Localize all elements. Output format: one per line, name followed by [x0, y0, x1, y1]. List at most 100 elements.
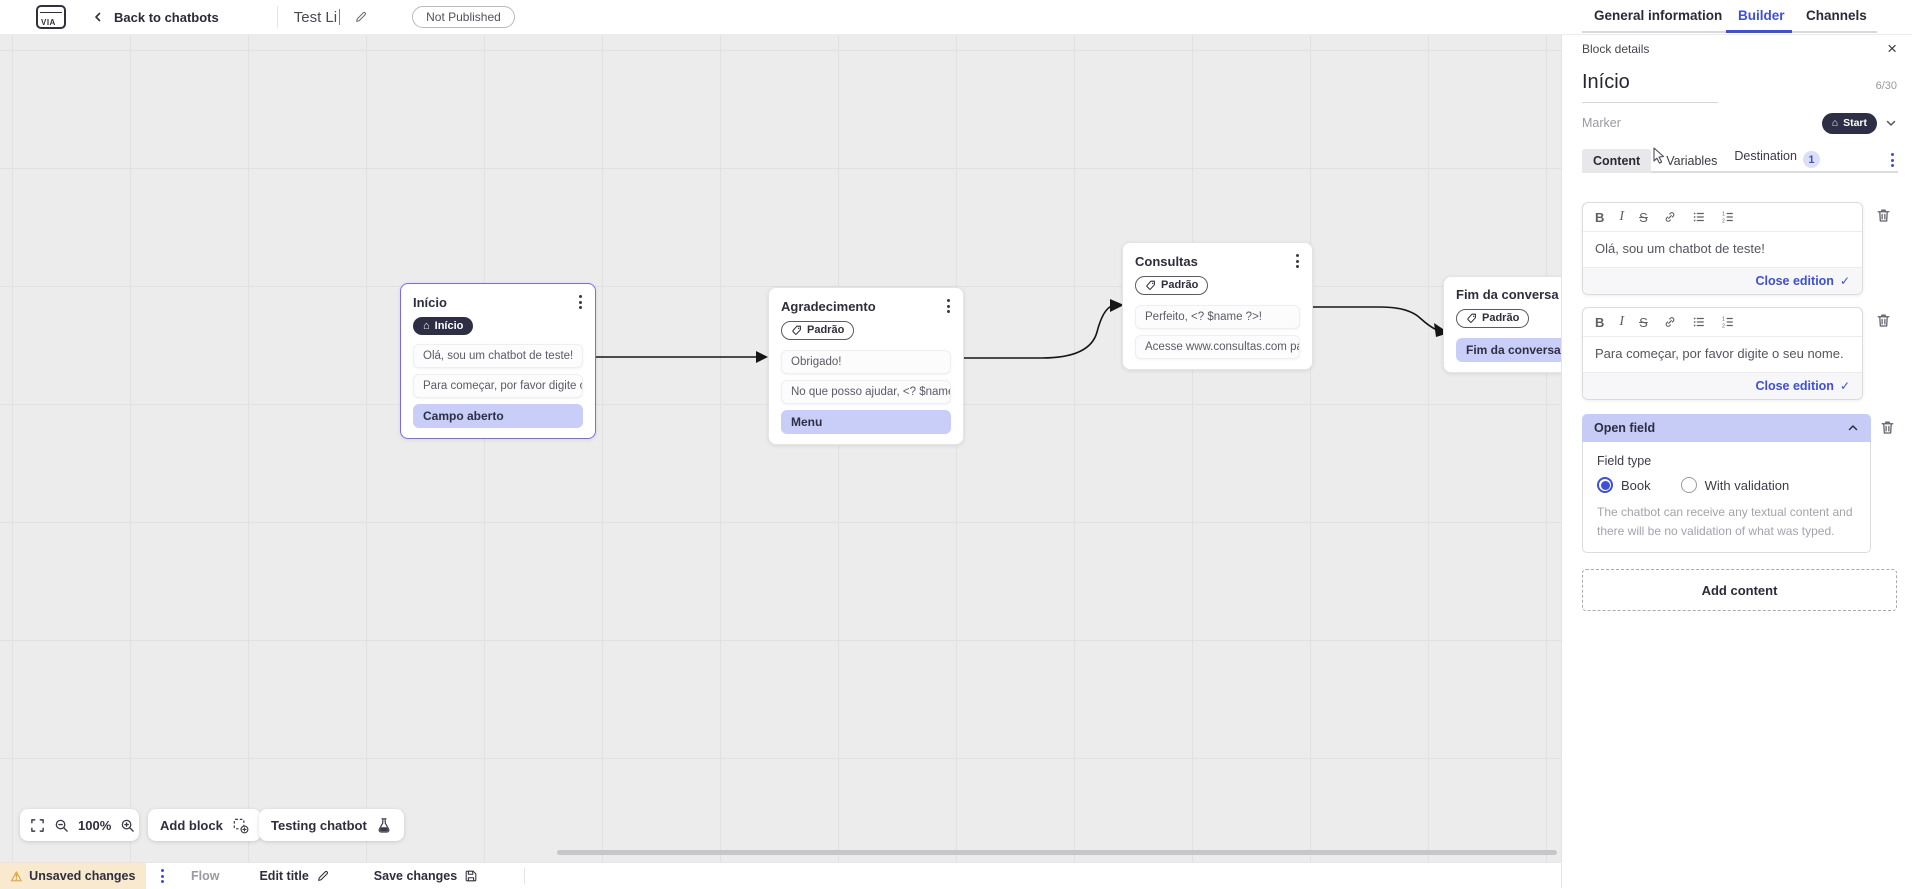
- topbar-divider: [276, 6, 278, 28]
- flow-block-fim-da-conversa[interactable]: Fim da conversa Padrão Fim da conversa: [1443, 276, 1561, 373]
- block-menu-icon[interactable]: [1295, 253, 1300, 269]
- fullscreen-icon[interactable]: [30, 818, 45, 833]
- message-text[interactable]: Olá, sou um chatbot de teste!: [1595, 241, 1765, 256]
- flow-block-inicio[interactable]: Início ⌂ Início Olá, sou um chatbot de t…: [400, 283, 596, 439]
- open-field-body: Field type Book With validation The chat…: [1582, 442, 1871, 554]
- panel-tabs-underline: [1582, 171, 1898, 173]
- trash-icon[interactable]: [1879, 419, 1897, 436]
- add-content-button[interactable]: Add content: [1582, 569, 1897, 612]
- home-icon: ⌂: [423, 320, 430, 332]
- edge-agradecimento-consultas: [964, 305, 1113, 359]
- home-icon: ⌂: [1831, 117, 1839, 129]
- radio-with-validation-label[interactable]: With validation: [1704, 477, 1790, 493]
- flow-block-agradecimento[interactable]: Agradecimento Padrão Obrigado! No que po…: [768, 287, 964, 445]
- statusbar-menu-icon[interactable]: [160, 868, 165, 884]
- start-marker-badge: ⌂ Início: [413, 317, 474, 335]
- add-block-icon: [232, 817, 249, 834]
- link-icon[interactable]: [1663, 210, 1677, 224]
- back-to-chatbots-button[interactable]: Back to chatbots: [92, 10, 219, 25]
- edge-consultas-fim: [1313, 306, 1438, 331]
- panel-tabs-menu-icon[interactable]: [1890, 152, 1895, 168]
- block-name-field[interactable]: Início: [1582, 71, 1630, 93]
- edit-title-pencil-icon[interactable]: [354, 10, 368, 24]
- radio-with-validation[interactable]: [1680, 477, 1697, 493]
- publish-status-badge: Not Published: [412, 6, 515, 28]
- block-menu-icon[interactable]: [578, 294, 583, 310]
- tab-content[interactable]: Content: [1582, 149, 1652, 173]
- zoom-in-icon[interactable]: [120, 818, 135, 833]
- block-title: Consultas: [1135, 253, 1198, 269]
- tag-icon: [1466, 313, 1477, 324]
- block-message-row[interactable]: No que posso ajudar, <? $name ...: [781, 380, 951, 404]
- block-message-row[interactable]: Obrigado!: [781, 350, 951, 374]
- strikethrough-icon[interactable]: S: [1639, 314, 1648, 330]
- block-field-row[interactable]: Menu: [781, 410, 951, 434]
- text-caret: [339, 9, 341, 25]
- add-block-button[interactable]: Add block: [148, 809, 261, 841]
- block-message-row[interactable]: Perfeito, <? $name ?>!: [1135, 305, 1300, 329]
- italic-icon[interactable]: I: [1619, 209, 1625, 224]
- radio-book[interactable]: [1597, 477, 1613, 493]
- horizontal-scrollbar[interactable]: [557, 850, 1557, 855]
- flow-canvas[interactable]: Início ⌂ Início Olá, sou um chatbot de t…: [0, 34, 1561, 862]
- block-field-row[interactable]: Fim da conversa: [1456, 338, 1561, 362]
- message-text[interactable]: Para começar, por favor digite o seu nom…: [1595, 346, 1844, 361]
- block-field-row[interactable]: Campo aberto: [413, 404, 583, 428]
- block-message-row[interactable]: Para começar, por favor digite o ...: [413, 374, 583, 398]
- save-changes-button[interactable]: Save changes: [374, 869, 478, 883]
- strikethrough-icon[interactable]: S: [1639, 209, 1648, 225]
- statusbar: ⚠ Unsaved changes Flow Edit title Save c…: [0, 862, 1561, 889]
- bold-icon[interactable]: B: [1595, 209, 1605, 225]
- zoom-out-icon[interactable]: [54, 818, 69, 833]
- svg-text:1: 1: [1722, 316, 1725, 322]
- statusbar-divider: [524, 868, 526, 884]
- block-details-panel: Block details × Início 6/30 Marker ⌂ Sta…: [1561, 34, 1912, 888]
- flow-view-label[interactable]: Flow: [191, 869, 220, 883]
- link-icon[interactable]: [1663, 315, 1677, 329]
- topbar-left: VIA Back to chatbots Test Li Not Publish…: [0, 0, 515, 34]
- tab-variables[interactable]: Variables: [1666, 154, 1718, 168]
- unsaved-changes-label: Unsaved changes: [29, 869, 136, 883]
- padrao-badge: Padrão: [1456, 309, 1530, 328]
- chevron-down-icon[interactable]: [1885, 117, 1897, 129]
- open-field-title: Open field: [1594, 421, 1656, 435]
- close-icon[interactable]: ×: [1887, 39, 1897, 58]
- trash-icon[interactable]: [1875, 207, 1897, 224]
- tab-builder[interactable]: Builder: [1738, 8, 1785, 23]
- check-icon: ✓: [1839, 274, 1850, 288]
- padrao-badge: Padrão: [1135, 276, 1209, 295]
- chatbot-title[interactable]: Test Li: [293, 8, 338, 26]
- close-edition-link[interactable]: Close edition: [1755, 274, 1834, 288]
- topbar: VIA Back to chatbots Test Li Not Publish…: [0, 0, 1912, 35]
- bold-icon[interactable]: B: [1595, 314, 1605, 330]
- block-menu-icon[interactable]: [946, 298, 951, 314]
- block-message-row[interactable]: Acesse www.consultas.com par...: [1135, 335, 1300, 359]
- field-type-description: The chatbot can receive any textual cont…: [1597, 505, 1853, 538]
- bullet-list-icon[interactable]: [1692, 210, 1706, 224]
- italic-icon[interactable]: I: [1619, 314, 1625, 329]
- back-label: Back to chatbots: [114, 9, 219, 25]
- active-tab-underline: [1726, 30, 1792, 33]
- flow-block-consultas[interactable]: Consultas Padrão Perfeito, <? $name ?>! …: [1122, 242, 1313, 370]
- edit-title-button[interactable]: Edit title: [259, 869, 329, 883]
- trash-icon[interactable]: [1875, 312, 1897, 329]
- flask-icon: [376, 817, 392, 833]
- tab-general-information[interactable]: General information: [1594, 8, 1723, 23]
- close-edition-link[interactable]: Close edition: [1755, 379, 1834, 393]
- block-title: Agradecimento: [781, 298, 876, 314]
- svg-text:2: 2: [1722, 218, 1725, 224]
- radio-book-label[interactable]: Book: [1621, 477, 1651, 493]
- marker-value-pill[interactable]: ⌂ Start: [1821, 112, 1877, 134]
- tab-channels[interactable]: Channels: [1806, 8, 1867, 23]
- block-message-row[interactable]: Olá, sou um chatbot de teste!: [413, 344, 583, 368]
- bullet-list-icon[interactable]: [1692, 315, 1706, 329]
- open-field-header[interactable]: Open field: [1582, 414, 1871, 442]
- testing-chatbot-button[interactable]: Testing chatbot: [259, 809, 404, 841]
